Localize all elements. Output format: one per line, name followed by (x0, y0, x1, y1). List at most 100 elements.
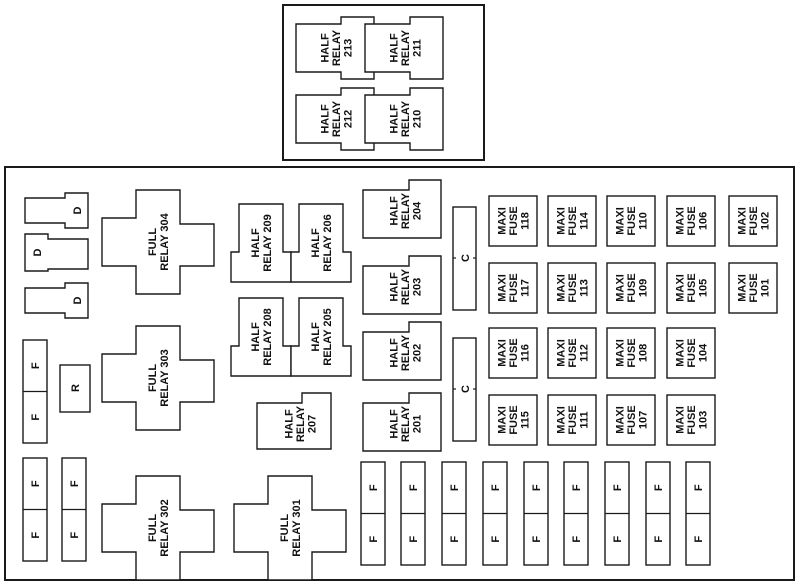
diode-d502: D (24, 233, 89, 272)
label-line: HALF (310, 322, 322, 352)
half-relay-213: HALFRELAY213 (295, 16, 375, 80)
label-line: MAXI (614, 274, 626, 302)
label-line: FUSE (626, 405, 638, 434)
label-line: MAXI (674, 207, 686, 235)
label-line: F (408, 484, 420, 491)
half-relay-206: HALFRELAY 206 (290, 203, 352, 283)
component-label: F (30, 362, 42, 369)
maxi-fuse-body (666, 394, 716, 446)
label-line: RELAY (400, 100, 412, 137)
label-line: F (368, 536, 380, 543)
maxi-fuse-body (547, 195, 597, 247)
component-label: HALFRELAY207 (283, 405, 318, 442)
half-relay-205: HALFRELAY 205 (290, 297, 352, 377)
label-line: F (653, 484, 665, 491)
maxi-fuse-body (728, 195, 778, 247)
label-line: MAXI (674, 406, 686, 434)
label-line: RELAY 205 (322, 308, 334, 365)
label-line: FUSE (686, 206, 698, 235)
label-line: MAXI (555, 274, 567, 302)
component-label: HALFRELAY 205 (310, 308, 334, 365)
label-line: D (32, 248, 44, 256)
maxi-fuse-body (488, 327, 538, 379)
component-label: HALFRELAY210 (388, 100, 423, 137)
fuse-pair-20-19: FF (61, 457, 87, 562)
label-line: FUSE (508, 206, 520, 235)
maxi-fuse-112: MAXIFUSE112 (547, 327, 597, 379)
label-line: FUSE (686, 338, 698, 367)
label-line: FUSE (508, 338, 520, 367)
component-label: F (490, 484, 502, 491)
component-label: F (368, 536, 380, 543)
label-line: MAXI (674, 339, 686, 367)
component-label: MAXIFUSE101 (736, 273, 771, 302)
label-line: HALF (388, 104, 400, 134)
half-relay-204: HALFRELAY204 (362, 179, 442, 239)
half-relay-body (362, 179, 442, 239)
label-line: 111 (578, 411, 590, 428)
label-line: RELAY (400, 29, 412, 66)
maxi-fuse-body (606, 195, 656, 247)
component-label: HALFRELAY203 (388, 268, 423, 305)
maxi-fuse-111: MAXIFUSE111 (547, 394, 597, 446)
label-line: HALF (388, 272, 400, 302)
component-label: HALFRELAY 206 (310, 214, 334, 271)
label-line: HALF (310, 228, 322, 258)
label-line: FULL (147, 514, 159, 542)
component-label: HALFRELAY204 (388, 192, 423, 229)
component-label: F (449, 536, 461, 543)
component-label: MAXIFUSE108 (614, 338, 649, 367)
maxi-fuse-113: MAXIFUSE113 (547, 262, 597, 314)
label-line: RELAY (331, 100, 343, 137)
label-line: 204 (411, 201, 423, 220)
component-label: F (30, 532, 42, 539)
component-label: F (490, 536, 502, 543)
label-line: FUSE (626, 273, 638, 302)
half-relay-body (362, 255, 442, 315)
label-line: 201 (411, 415, 423, 433)
resistor-r401: R (59, 364, 91, 413)
label-line: F (69, 480, 81, 487)
label-line: F (693, 536, 705, 543)
maxi-fuse-115: MAXIFUSE115 (488, 394, 538, 446)
half-relay-202: HALFRELAY202 (362, 321, 442, 381)
label-line: F (408, 536, 420, 543)
maxi-fuse-body (606, 394, 656, 446)
maxi-fuse-117: MAXIFUSE117 (488, 262, 538, 314)
component-label: HALFRELAY 208 (250, 308, 274, 365)
component-label: MAXIFUSE112 (555, 338, 590, 367)
label-line: 116 (519, 344, 531, 362)
label-line: FULL (147, 228, 159, 256)
fuse-pair-4-3: FF (645, 461, 671, 566)
label-line: HALF (388, 338, 400, 368)
label-line: MAXI (496, 406, 508, 434)
component-label: R (70, 384, 82, 392)
label-line: 115 (519, 411, 531, 429)
maxi-fuse-105: MAXIFUSE105 (666, 262, 716, 314)
maxi-fuse-body (606, 262, 656, 314)
maxi-fuse-body (488, 394, 538, 446)
maxi-fuse-109: MAXIFUSE109 (606, 262, 656, 314)
label-line: HALF (388, 33, 400, 63)
top-panel-frame (282, 4, 485, 161)
full-relay-body (101, 189, 215, 295)
label-line: RELAY (331, 29, 343, 66)
half-relay-body (364, 16, 444, 80)
component-label: MAXIFUSE110 (614, 206, 649, 235)
label-line: 105 (697, 279, 709, 297)
maxi-fuse-body (666, 262, 716, 314)
label-line: FUSE (626, 206, 638, 235)
label-line: MAXI (496, 274, 508, 302)
label-line: FUSE (508, 405, 520, 434)
maxi-fuse-114: MAXIFUSE114 (547, 195, 597, 247)
fuse-pair-8-7: FF (563, 461, 589, 566)
maxi-fuse-116: MAXIFUSE116 (488, 327, 538, 379)
maxi-fuse-body (666, 327, 716, 379)
label-line: 207 (306, 415, 318, 433)
component-label: C (460, 254, 472, 262)
component-label: F (571, 536, 583, 543)
label-line: HALF (319, 33, 331, 63)
component-label: F (69, 532, 81, 539)
fuse-pair-18-17: FF (360, 461, 386, 566)
component-label: HALFRELAY 209 (250, 214, 274, 271)
